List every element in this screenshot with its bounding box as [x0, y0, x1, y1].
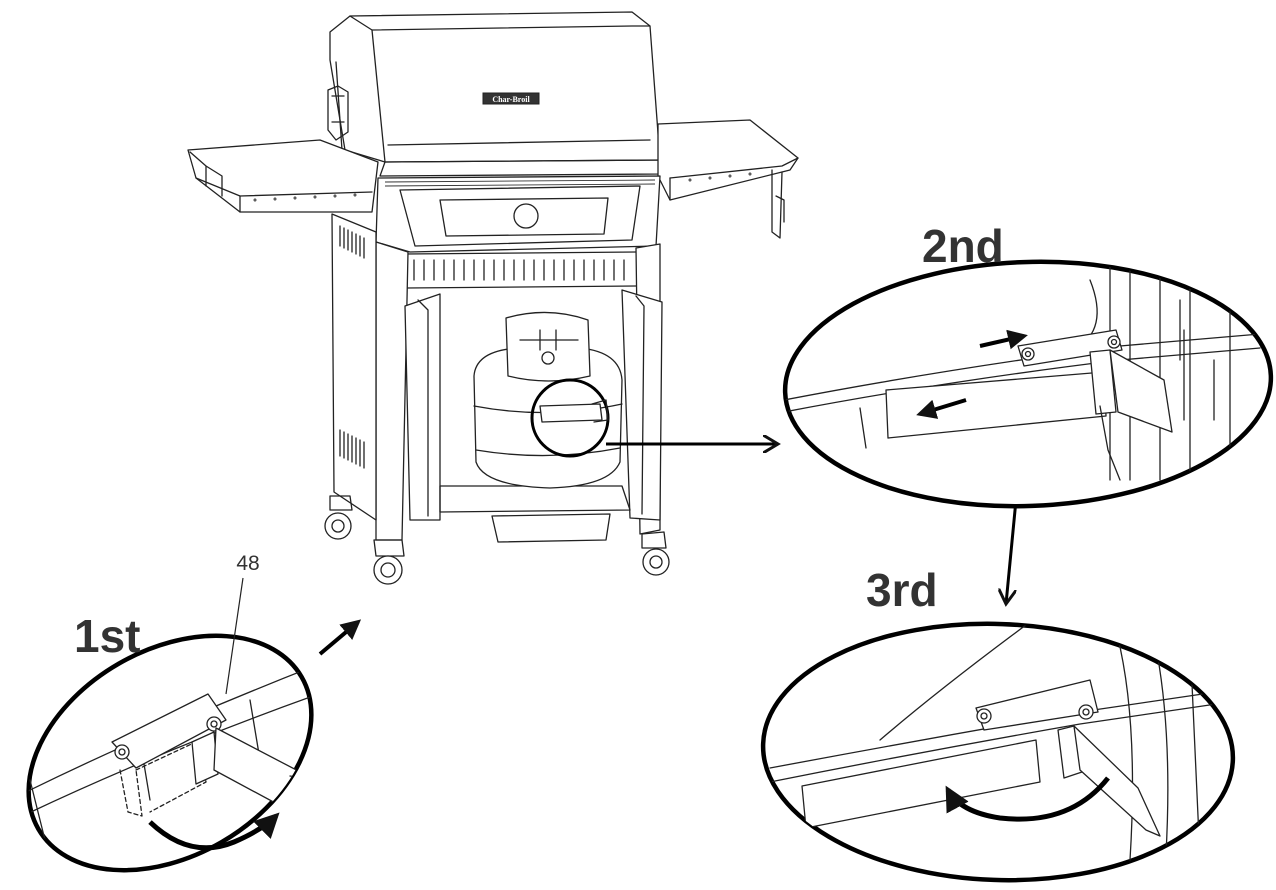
step1-detail-view: [9, 633, 331, 873]
caster-left-rear: [324, 495, 353, 540]
step-transition-arrow: [1006, 499, 1018, 604]
rotate-arrow-3: [945, 776, 1110, 822]
grill-illustration: Char-Broil: [187, 11, 799, 585]
direction-arrow-to-grill: [318, 619, 362, 656]
part-number-callout: 48: [236, 552, 259, 575]
step-label-first: 1st: [74, 610, 140, 662]
step3-detail-view: [760, 615, 1236, 883]
step-label-third: 3rd: [866, 564, 938, 616]
rotate-arrow-1: [148, 812, 280, 851]
step-label-second: 2nd: [922, 220, 1004, 272]
brand-badge: [482, 92, 540, 105]
slide-left-arrow: [916, 398, 967, 419]
brand-text: Char-Broil: [492, 95, 530, 104]
caster-left-front: [373, 539, 405, 585]
callout-leader-48: [225, 577, 244, 695]
slide-right-arrow: [979, 329, 1028, 350]
caster-right: [641, 531, 670, 576]
step2-detail-view: [782, 259, 1274, 509]
